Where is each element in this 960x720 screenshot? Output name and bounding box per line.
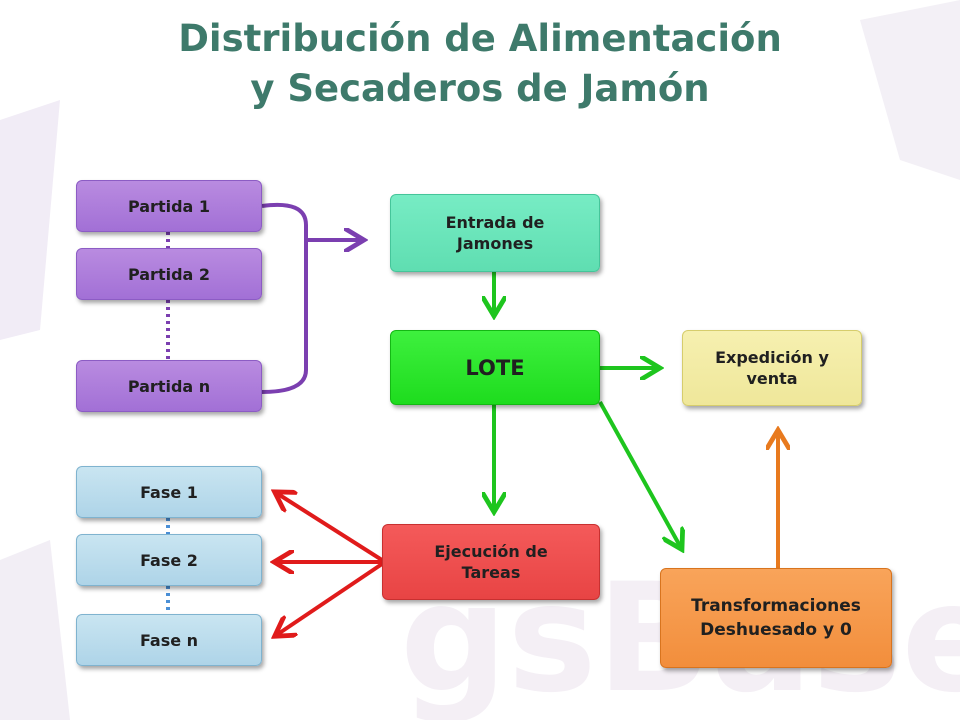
- transformaciones-line-1: Transformaciones: [691, 596, 861, 616]
- ejecucion-line-1: Ejecución de: [434, 542, 548, 561]
- entrada-line-2: Jamones: [456, 234, 534, 253]
- partida-1-box: Partida 1: [76, 180, 262, 232]
- partida-n-label: Partida n: [127, 376, 211, 396]
- title-line-1: Distribución de Alimentación: [178, 17, 782, 60]
- partida-2-box: Partida 2: [76, 248, 262, 300]
- expedicion-line-2: venta: [746, 369, 798, 388]
- fase-n-box: Fase n: [76, 614, 262, 666]
- fase-1-label: Fase 1: [140, 482, 198, 502]
- transformaciones-line-2: Deshuesado y 0: [700, 620, 852, 640]
- entrada-de-jamones-box: Entrada de Jamones: [390, 194, 600, 272]
- partida-1-label: Partida 1: [127, 196, 211, 216]
- lote-box: LOTE: [390, 330, 600, 405]
- partida-brace: [261, 202, 308, 394]
- fase-1-box: Fase 1: [76, 466, 262, 518]
- ejecucion-line-2: Tareas: [461, 563, 521, 582]
- transformaciones-box: Transformaciones Deshuesado y 0: [660, 568, 892, 668]
- partida-n-box: Partida n: [76, 360, 262, 412]
- title-line-2: y Secaderos de Jamón: [250, 67, 710, 110]
- fase-2-label: Fase 2: [140, 550, 198, 570]
- entrada-line-1: Entrada de: [445, 213, 545, 232]
- ejecucion-to-fase-1-arrow: [278, 494, 384, 562]
- expedicion-line-1: Expedición y: [715, 348, 829, 367]
- fase-n-label: Fase n: [139, 630, 199, 650]
- ejecucion-to-fase-n-arrow: [278, 562, 384, 634]
- fase-2-box: Fase 2: [76, 534, 262, 586]
- lote-to-transformaciones-arrow: [598, 401, 680, 546]
- partida-2-label: Partida 2: [127, 264, 211, 284]
- page-title: Distribución de Alimentación y Secaderos…: [0, 14, 960, 114]
- ejecucion-de-tareas-box: Ejecución de Tareas: [382, 524, 600, 600]
- expedicion-y-venta-box: Expedición y venta: [682, 330, 862, 406]
- lote-label: LOTE: [465, 355, 525, 380]
